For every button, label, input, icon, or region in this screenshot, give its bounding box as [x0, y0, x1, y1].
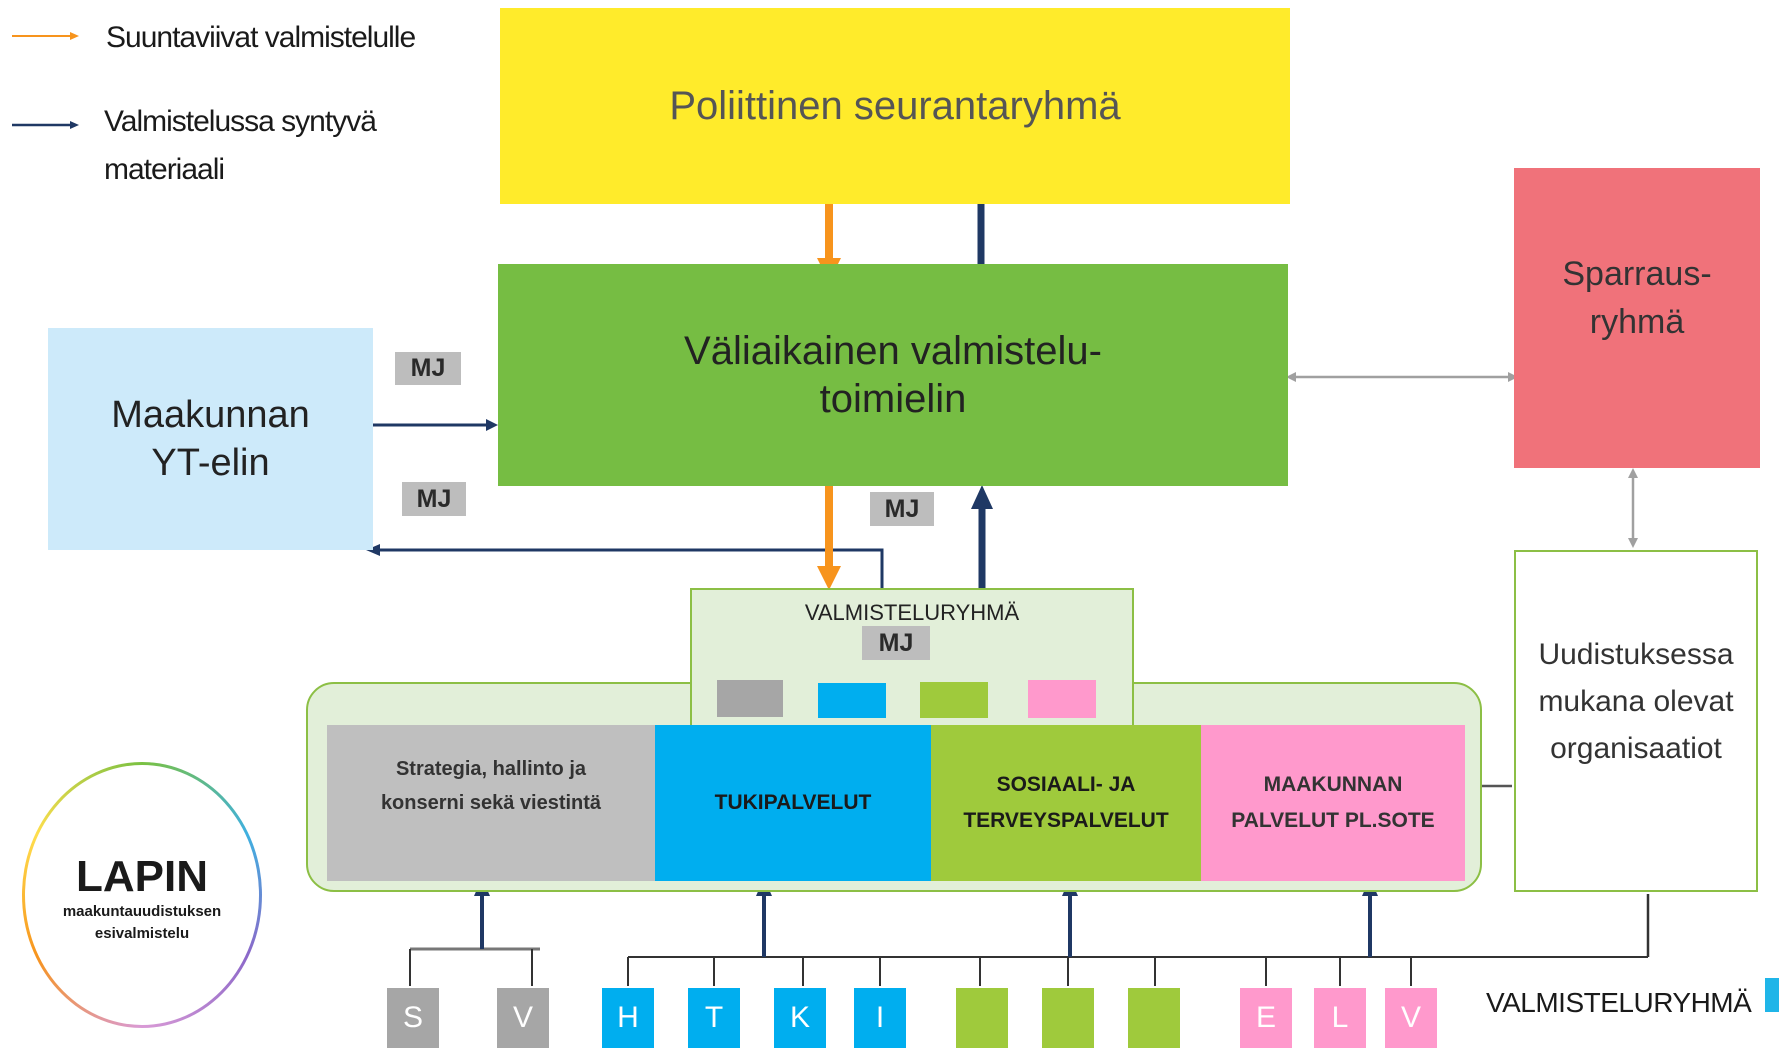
interim-body-box: Väliaikainen valmistelu- toimielin — [498, 264, 1288, 486]
lapin-logo-inner: LAPIN maakuntauudistuksen esivalmistelu — [25, 765, 259, 1025]
group-square-green-1 — [956, 988, 1008, 1048]
tree-strategy — [409, 893, 540, 986]
section-strategy-line1: Strategia, hallinto ja — [395, 758, 587, 780]
political-group-label: Poliittinen seurantaryhmä — [669, 84, 1121, 128]
section-regional-line1: MAAKUNNAN — [1263, 773, 1403, 796]
sparring-group-box: Sparraus- ryhmä — [1514, 168, 1760, 468]
group-square-e: E — [1240, 988, 1292, 1048]
group-square-s: S — [387, 988, 439, 1048]
legend-guidelines-label: Suuntaviivat valmistelulle — [106, 21, 416, 54]
yt-body-box: Maakunnan YT-elin — [48, 328, 373, 550]
yt-body-label-line1: Maakunnan — [111, 394, 310, 436]
group-square-i: I — [854, 988, 906, 1048]
sparring-group-label-line1: Sparraus- — [1562, 255, 1712, 293]
organisations-label-line3: organisaatiot — [1550, 731, 1722, 765]
group-square-l: L — [1314, 988, 1366, 1048]
section-social-line2: TERVEYSPALVELUT — [963, 809, 1169, 832]
group-square-k: K — [774, 988, 826, 1048]
organisations-label-line2: mukana olevat — [1538, 684, 1734, 718]
interim-body-label-line2: toimielin — [819, 377, 967, 421]
group-square-t: T — [688, 988, 740, 1048]
mj-tag-prep-to-yt: MJ — [402, 482, 466, 516]
lapin-logo-title: LAPIN — [76, 852, 208, 901]
organisations-box: Uudistuksessa mukana olevat organisaatio… — [1514, 550, 1758, 892]
legend-material-label-line1: Valmistelussa syntyvä — [104, 105, 377, 138]
group-square-green-3 — [1128, 988, 1180, 1048]
group-square-v-gray: V — [497, 988, 549, 1048]
prep-swatch-blue — [818, 683, 886, 718]
interim-body-label-line1: Väliaikainen valmistelu- — [684, 329, 1102, 373]
section-regional-line2: PALVELUT PL.SOTE — [1231, 809, 1435, 832]
prep-swatch-pink — [1028, 680, 1096, 718]
material-arrow-prep-to-yt — [380, 548, 884, 588]
mj-tag-prep-to-interim: MJ — [870, 492, 934, 526]
prep-swatch-green — [920, 682, 988, 718]
prep-group-label: VALMISTELURYHMÄ — [804, 600, 1020, 625]
organisations-label-line1: Uudistuksessa — [1538, 637, 1734, 671]
section-support: TUKIPALVELUT — [655, 725, 931, 881]
lapin-logo-line2: esivalmistelu — [94, 925, 190, 942]
group-square-h: H — [602, 988, 654, 1048]
group-square-v-pink: V — [1385, 988, 1437, 1048]
political-group-box: Poliittinen seurantaryhmä — [500, 8, 1290, 204]
section-support-label: TUKIPALVELUT — [714, 791, 872, 814]
section-strategy-line2: konserni sekä viestintä — [380, 792, 602, 814]
mj-tag-prep-group: MJ — [862, 626, 930, 660]
group-square-green-2 — [1042, 988, 1094, 1048]
section-strategy: Strategia, hallinto ja konserni sekä vie… — [327, 725, 655, 881]
edge-accent — [1765, 978, 1779, 1012]
bottom-prep-group-label: VALMISTELURYHMÄ — [1486, 987, 1752, 1018]
prep-swatch-gray — [717, 680, 783, 717]
legend-material-label-line2: materiaali — [104, 153, 225, 186]
yt-body-label-line2: YT-elin — [151, 442, 270, 484]
tree-services — [627, 893, 1650, 986]
section-regional: MAAKUNNAN PALVELUT PL.SOTE — [1201, 725, 1465, 881]
section-social: SOSIAALI- JA TERVEYSPALVELUT — [931, 725, 1201, 881]
sparring-group-label-line2: ryhmä — [1589, 303, 1685, 341]
mj-tag-yt-to-interim: MJ — [395, 352, 461, 385]
lapin-logo-line1: maakuntauudistuksen — [62, 903, 222, 920]
section-social-line1: SOSIAALI- JA — [996, 773, 1136, 796]
